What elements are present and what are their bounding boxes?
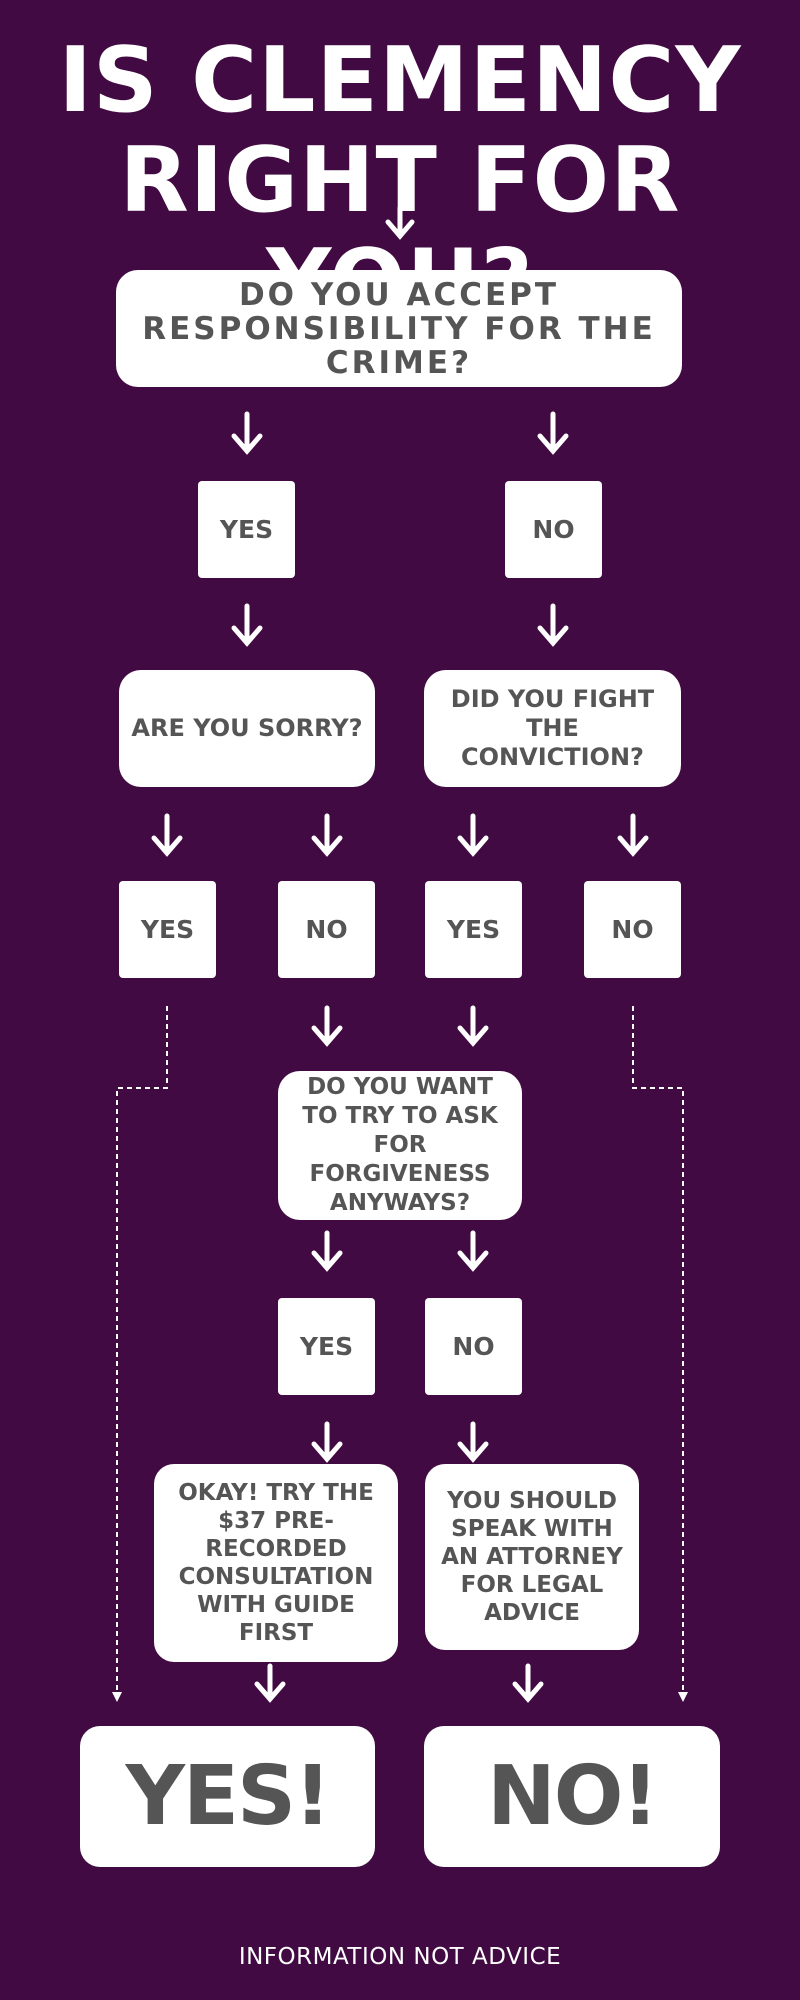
outcome-attorney-text: YOU SHOULD SPEAK WITH AN ATTORNEY FOR LE… xyxy=(441,1488,623,1626)
question-sorry-text: ARE YOU SORRY? xyxy=(131,714,363,742)
dashed-sorry-yes-to-final xyxy=(116,1006,168,1698)
arrow-attorney-final xyxy=(512,1663,544,1703)
outcome-attorney: YOU SHOULD SPEAK WITH AN ATTORNEY FOR LE… xyxy=(425,1464,639,1650)
question-responsibility: DO YOU ACCEPT RESPONSIBILITY FOR THE CRI… xyxy=(116,270,682,387)
outcome-consultation: OKAY! TRY THE $37 PRE-RECORDED CONSULTAT… xyxy=(154,1464,398,1662)
arrow-q1-no xyxy=(537,411,569,455)
answer-label: NO xyxy=(452,1332,495,1361)
arrow-title xyxy=(385,205,415,240)
footer-disclaimer: INFORMATION NOT ADVICE xyxy=(238,1944,562,1970)
title-line-1: IS CLEMENCY xyxy=(58,28,742,133)
answer-fight-yes: YES xyxy=(425,881,522,978)
arrow-forgive-no xyxy=(457,1230,489,1272)
arrow-yes-forgive xyxy=(457,1005,489,1047)
answer-label: YES xyxy=(446,915,501,944)
arrow-forgive-yes xyxy=(311,1230,343,1272)
arrow-yes-consult xyxy=(311,1421,343,1463)
answer-sorry-no: NO xyxy=(278,881,375,978)
outcome-consultation-text: OKAY! TRY THE $37 PRE-RECORDED CONSULTAT… xyxy=(178,1480,374,1646)
answer-fight-no: NO xyxy=(584,881,681,978)
answer-label: YES xyxy=(140,915,195,944)
answer-forgiveness-yes: YES xyxy=(278,1298,375,1395)
final-yes-text: YES! xyxy=(125,1749,332,1844)
dashed-arrowhead-right xyxy=(678,1692,688,1702)
arrow-no-forgive xyxy=(311,1005,343,1047)
arrow-fight-yes xyxy=(457,813,489,857)
answer-forgiveness-no: NO xyxy=(425,1298,522,1395)
arrow-yes-sorry xyxy=(231,603,263,647)
final-no-text: NO! xyxy=(487,1749,659,1844)
answer-label: NO xyxy=(611,915,654,944)
final-yes: YES! xyxy=(80,1726,375,1867)
answer-responsibility-yes: YES xyxy=(198,481,295,578)
final-no: NO! xyxy=(424,1726,720,1867)
arrow-q1-yes xyxy=(231,411,263,455)
arrow-no-attorney xyxy=(457,1421,489,1463)
question-fight-text: DID YOU FIGHT THE CONVICTION? xyxy=(450,685,655,771)
question-fight: DID YOU FIGHT THE CONVICTION? xyxy=(424,670,681,787)
question-sorry: ARE YOU SORRY? xyxy=(119,670,375,787)
question-responsibility-text: DO YOU ACCEPT RESPONSIBILITY FOR THE CRI… xyxy=(142,276,656,381)
dashed-fight-no-to-final xyxy=(632,1006,684,1698)
answer-sorry-yes: YES xyxy=(119,881,216,978)
arrow-fight-no xyxy=(617,813,649,857)
dashed-arrowhead-left xyxy=(112,1692,122,1702)
question-forgiveness-text: DO YOU WANT TO TRY TO ASK FOR FORGIVENES… xyxy=(302,1074,498,1216)
arrow-no-fight xyxy=(537,603,569,647)
answer-label: YES xyxy=(219,515,274,544)
question-forgiveness: DO YOU WANT TO TRY TO ASK FOR FORGIVENES… xyxy=(278,1071,522,1220)
answer-label: NO xyxy=(305,915,348,944)
arrow-consult-final xyxy=(254,1663,286,1703)
answer-label: YES xyxy=(299,1332,354,1361)
arrow-sorry-no xyxy=(311,813,343,857)
arrow-sorry-yes xyxy=(151,813,183,857)
answer-label: NO xyxy=(532,515,575,544)
answer-responsibility-no: NO xyxy=(505,481,602,578)
